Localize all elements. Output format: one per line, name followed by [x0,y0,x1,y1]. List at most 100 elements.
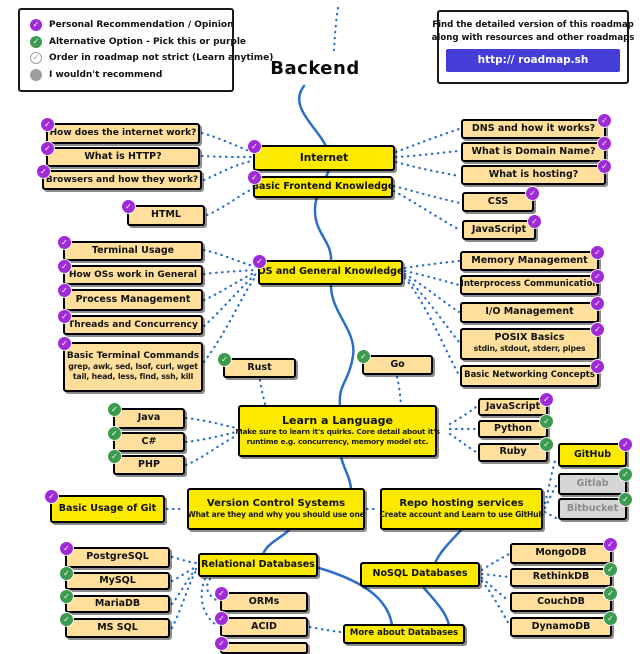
legend-item: I wouldn't recommend [30,68,222,81]
purple-check-icon: ✓ [215,637,228,650]
purple-check-icon: ✓ [215,612,228,625]
legend-item: ✓Personal Recommendation / Opinion [30,19,234,31]
purple-check-icon: ✓ [591,323,604,336]
node-process-management[interactable]: ✓Process Management [58,284,203,311]
node-subtext: tail, head, less, find, ssh, kill [72,372,194,382]
node-ruby[interactable]: ✓Ruby [478,438,553,462]
node-go[interactable]: ✓ Go [357,350,433,375]
node-what-is-http[interactable]: ✓What is HTTP? [41,142,200,167]
green-check-icon: ✓ [357,350,370,363]
node-gitlab[interactable]: ✓Gitlab [558,468,632,495]
node-relational-databases[interactable]: Relational Databases [198,553,318,577]
node-python[interactable]: ✓Python [478,415,553,438]
node-rust[interactable]: ✓Rust [218,353,296,378]
node-label: ORMs [248,595,280,607]
legend-item-label: I wouldn't recommend [49,69,163,80]
node-label: Process Management [75,293,191,305]
node-label: Threads and Concurrency [68,319,198,330]
node-label: Ruby [499,446,527,458]
node-rethinkdb[interactable]: ✓RethinkDB [510,563,617,587]
purple-check-icon: ✓ [540,393,553,406]
node-nosql-databases[interactable]: NoSQL Databases [360,562,480,587]
node-acid[interactable]: ✓ACID [215,612,308,637]
node-subtext: Create account and Learn to use GitHub [379,509,544,519]
node-ms-sql[interactable]: ✓ MS SQL [60,613,170,638]
node-label: Relational Databases [201,558,315,570]
node-html[interactable]: ✓HTML [122,200,205,226]
node-subtext: Make sure to learn it's quirks. Core det… [235,427,440,437]
green-check-icon: ✓ [604,612,617,625]
node-label: What is hosting? [488,168,579,180]
purple-check-icon: ✓ [45,490,58,503]
node-css[interactable]: ✓CSS [462,187,539,212]
node-how-does-internet-work[interactable]: ✓How does the internet work? [41,118,200,144]
node-os-general-knowledge[interactable]: ✓OS and General Knowledge [253,255,404,285]
node-php[interactable]: ✓ PHP [108,450,185,475]
node-couchdb[interactable]: ✓CouchDB [510,587,617,612]
purple-check-icon: ✓ [591,297,604,310]
node-more-about-databases[interactable]: More about Databases [343,624,465,644]
node-basic-networking-concepts[interactable]: ✓Basic Networking Concepts [460,360,604,387]
node-label: JavaScript [471,223,527,235]
node-basic-usage-of-git[interactable]: ✓Basic Usage of Git [45,490,165,523]
green-check-icon: ✓ [60,613,73,626]
purple-check-icon: ✓ [37,165,50,178]
node-dynamodb[interactable]: ✓DynamoDB [510,612,617,637]
node-label: More about Databases [349,628,459,639]
node-label: OS and General Knowledge [257,266,404,278]
node-label: PostgreSQL [86,551,149,563]
node-what-is-hosting[interactable]: ✓What is hosting? [461,160,611,185]
purple-check-icon: ✓ [215,587,228,600]
node-terminal-usage[interactable]: ✓Terminal Usage [58,236,203,261]
green-check-icon: ✓ [30,35,42,48]
node-javascript-frontend[interactable]: ✓JavaScript [462,215,541,240]
node-dns-how-it-works[interactable]: ✓DNS and how it works? [461,114,611,139]
node-label: PHP [138,458,160,470]
node-memory-management[interactable]: ✓Memory Management [460,246,604,271]
purple-check-icon: ✓ [591,270,604,283]
node-mariadb[interactable]: ✓MariaDB [60,590,170,613]
node-label: MariaDB [94,597,141,609]
node-label: MS SQL [97,621,138,633]
node-basic-frontend-knowledge[interactable]: ✓Basic Frontend Knowledge [248,171,394,198]
node-github[interactable]: ✓GitHub [558,438,632,467]
purple-check-icon: ✓ [30,19,42,31]
node-label: CSS [487,195,509,207]
node-javascript-language[interactable]: ✓JavaScript [478,393,553,416]
purple-check-icon: ✓ [598,114,611,127]
node-internet[interactable]: ✓Internet [248,140,395,171]
node-label: Interprocess Communication [460,279,599,290]
node-orms[interactable]: ✓ ORMs [215,587,308,612]
node-mongodb[interactable]: ✓ MongoDB [510,538,617,564]
node-bitbucket[interactable]: ✓Bitbucket [558,493,632,520]
node-label: MySQL [99,574,136,586]
node-cutoff-node-bottom[interactable]: ✓ [215,637,308,654]
node-interprocess-communication[interactable]: ✓Interprocess Communication [460,270,604,295]
node-mysql[interactable]: ✓MySQL [60,567,170,590]
node-label: POSIX Basics [494,332,565,344]
green-check-icon: ✓ [108,450,121,463]
roadmap-sh-link-button[interactable]: http:// roadmap.sh [446,48,620,72]
node-csharp[interactable]: ✓C# [108,427,185,452]
node-browsers-how-they-work[interactable]: ✓Browsers and how they work? [37,165,202,190]
node-threads-concurrency[interactable]: ✓Threads and Concurrency [58,310,203,335]
node-postgresql[interactable]: ✓PostgreSQL [60,542,170,568]
node-label: Go [390,358,405,370]
node-label: GitHub [573,448,612,460]
node-what-is-domain-name[interactable]: ✓What is Domain Name? [461,137,611,162]
green-check-icon: ✓ [604,563,617,576]
node-label: How OSs work in General [68,269,198,280]
node-io-management[interactable]: ✓I/O Management [460,297,604,323]
node-subtext: stdin, stdout, stderr, pipes [473,344,586,354]
purple-check-icon: ✓ [604,538,617,551]
node-how-oss-work[interactable]: ✓How OSs work in General [58,260,203,285]
node-label: Browsers and how they work? [45,174,199,185]
purple-check-icon: ✓ [58,260,71,273]
node-label: MongoDB [535,547,587,559]
node-java[interactable]: ✓Java [108,403,185,429]
